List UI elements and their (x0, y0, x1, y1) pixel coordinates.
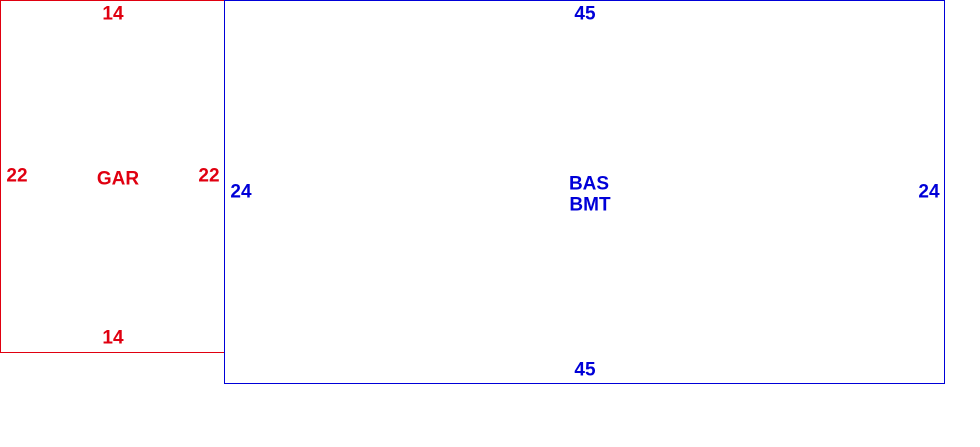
garage-right-dimension: 22 (198, 165, 220, 187)
basement-bottom-dimension: 45 (574, 359, 596, 381)
garage-bottom-dimension: 14 (102, 327, 124, 349)
basement-top-dimension: 45 (574, 3, 596, 25)
garage-top-dimension: 14 (102, 3, 124, 25)
basement-label-2: BMT (569, 194, 611, 216)
garage-left-dimension: 22 (6, 165, 28, 187)
basement-right-dimension: 24 (918, 181, 940, 203)
basement-left-dimension: 24 (230, 181, 252, 203)
garage-label: GAR (96, 168, 140, 190)
basement-outline (224, 0, 945, 384)
basement-label: BAS (568, 173, 610, 195)
